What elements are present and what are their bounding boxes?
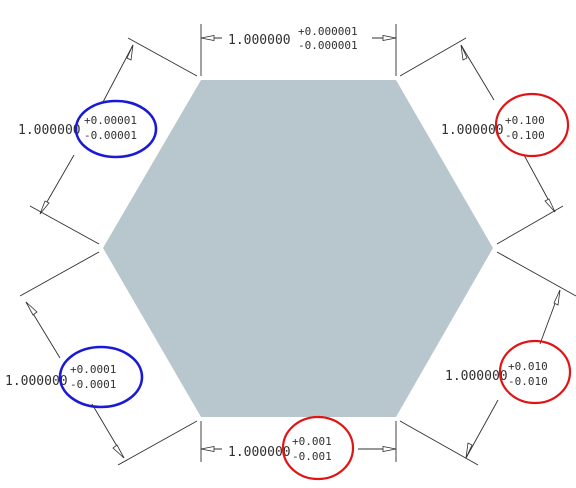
tolerance-plus: +0.001 xyxy=(292,435,332,448)
highlight-circle-red xyxy=(494,92,570,158)
arrowhead xyxy=(544,198,556,213)
dimension-upper-right: 1.000000 +0.100 -0.100 xyxy=(399,37,570,245)
hexagon-part xyxy=(103,80,493,417)
arrowhead xyxy=(460,44,468,61)
arrowhead xyxy=(39,200,50,215)
arrowhead xyxy=(382,446,397,452)
dimension-nominal-value: 1.000000 xyxy=(445,369,508,384)
dimension-line xyxy=(102,44,134,103)
dimension-nominal-value: 1.000000 xyxy=(5,374,68,389)
tolerance-minus: -0.010 xyxy=(508,375,548,388)
tolerance-plus: +0.100 xyxy=(505,114,545,127)
tolerance-plus: +0.000001 xyxy=(298,25,358,38)
tolerance-plus: +0.0001 xyxy=(70,363,116,376)
arrowhead xyxy=(200,446,215,452)
extension-line xyxy=(127,37,198,77)
dimension-upper-left: 1.000000 +0.00001 -0.00001 xyxy=(18,37,198,245)
tolerance-minus: -0.00001 xyxy=(84,129,137,142)
tolerance-plus: +0.00001 xyxy=(84,114,137,127)
dimension-line xyxy=(460,44,495,101)
extension-line xyxy=(117,420,198,466)
dimension-nominal-value: 1.000000 xyxy=(441,123,504,138)
extension-line xyxy=(496,205,564,245)
arrowhead xyxy=(553,289,561,306)
highlight-circle-blue xyxy=(74,99,158,159)
dimension-nominal-value: 1.000000 xyxy=(228,33,291,48)
arrowhead xyxy=(112,444,125,459)
arrowhead xyxy=(126,44,134,61)
dimension-bottom: 1.000000 +0.001 -0.001 xyxy=(200,415,397,481)
dimension-lower-left: 1.000000 +0.0001 -0.0001 xyxy=(5,251,198,466)
extension-line xyxy=(399,37,467,77)
extension-line xyxy=(19,251,100,297)
dimension-lower-right: 1.000000 +0.010 -0.010 xyxy=(399,251,576,466)
tolerance-minus: -0.0001 xyxy=(70,378,116,391)
tolerance-minus: -0.100 xyxy=(505,129,545,142)
dimension-nominal-value: 1.000000 xyxy=(18,123,81,138)
highlight-circle-red xyxy=(498,339,572,405)
extension-line xyxy=(29,205,100,245)
arrowhead xyxy=(382,35,397,41)
dimension-nominal-value: 1.000000 xyxy=(228,445,291,460)
tolerance-minus: -0.000001 xyxy=(298,39,358,52)
arrowhead xyxy=(465,442,473,459)
highlight-circle-red xyxy=(281,415,355,481)
dimension-top: 1.000000 +0.000001 -0.000001 xyxy=(200,24,397,76)
dimension-line xyxy=(465,399,499,459)
extension-line xyxy=(399,420,479,466)
extension-line xyxy=(496,251,576,297)
highlight-circle-blue xyxy=(58,345,144,409)
arrowhead xyxy=(25,301,38,316)
arrowhead xyxy=(200,35,215,41)
tolerance-minus: -0.001 xyxy=(292,450,332,463)
tolerance-plus: +0.010 xyxy=(508,360,548,373)
